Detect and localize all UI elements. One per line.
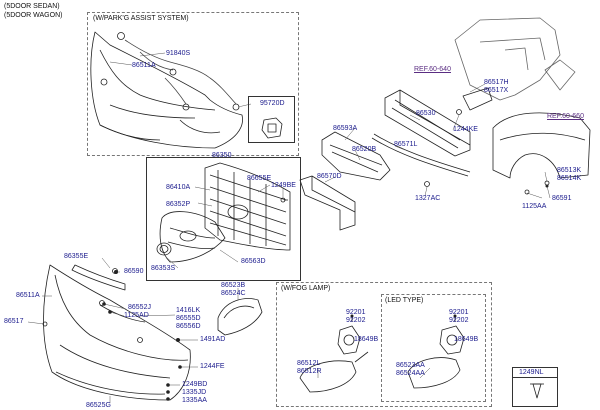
variant-wagon-heading: (5DOOR WAGON) [4,12,63,19]
fender-drawing [454,17,591,195]
part-label-86352p[interactable]: 86352P [166,201,191,208]
ref-60-640-link[interactable]: REF.60-640 [414,66,451,73]
part-label-92201-a[interactable]: 92201 [346,309,366,316]
park-assist-heading: (W/PARK'G ASSIST SYSTEM) [93,15,189,22]
ref-60-660-link[interactable]: REF.60-660 [547,113,584,120]
part-label-1249be[interactable]: 1249BE [271,182,296,189]
part-label-86591[interactable]: 86591 [552,195,572,202]
park-assist-frame [87,12,299,156]
part-label-1491ad[interactable]: 1491AD [200,336,226,343]
part-label-18649b-b[interactable]: 18649B [454,336,479,343]
fog-lamp-heading: (W/FOG LAMP) [281,285,331,292]
part-label-86517h[interactable]: 86517H [484,79,509,86]
part-label-86514k[interactable]: 86514K [557,175,582,182]
part-label-86511a-bottom[interactable]: 86511A [16,292,40,299]
part-label-86571l[interactable]: 86571L [394,141,418,148]
part-label-86590[interactable]: 86590 [124,268,144,275]
led-type-frame [381,294,486,402]
bumper-park-assist-drawing [90,31,243,149]
fastener-markers [102,184,549,401]
grille-86350-frame [146,157,301,281]
part-label-92202-a[interactable]: 92202 [346,317,366,324]
led-type-heading: (LED TYPE) [385,297,424,304]
clip-1249nl-frame [512,367,558,407]
part-label-86520b[interactable]: 86520B [352,146,377,153]
part-label-86512r[interactable]: 86512R [297,368,322,375]
part-label-86523b[interactable]: 86523B [221,282,246,289]
sensor-box-drawing [261,117,283,139]
part-label-86517[interactable]: 86517 [4,318,24,325]
part-label-86350[interactable]: 86350 [212,152,232,159]
part-label-1244ke[interactable]: 1244KE [453,126,478,133]
part-label-86355e[interactable]: 86355E [64,253,89,260]
part-label-86655e[interactable]: 86655E [247,175,272,182]
bumper-beam-drawing [299,89,471,231]
part-label-1244fe[interactable]: 1244FE [200,363,225,370]
part-label-86523aa[interactable]: 86523AA [396,362,425,369]
part-label-91840s[interactable]: 91840S [166,50,191,57]
part-label-1335aa[interactable]: 1335AA [182,397,207,404]
part-label-86512l[interactable]: 86512L [297,360,321,367]
fog-lamp-frame [276,282,492,407]
fog-lamp-drawing [299,316,369,393]
part-label-1335jd[interactable]: 1335JD [182,389,207,396]
part-label-92202-b[interactable]: 92202 [449,317,469,324]
variant-sedan-heading: (5DOOR SEDAN) [4,3,60,10]
part-label-86511a-top[interactable]: 86511A [132,62,156,69]
front-bumper-drawing [42,264,191,401]
part-label-86555d[interactable]: 86555D [176,315,201,322]
leader-lines [27,52,551,403]
part-label-86517x[interactable]: 86517X [484,87,509,94]
part-label-86552j[interactable]: 86552J [128,304,151,311]
part-label-1125aa[interactable]: 1125AA [522,203,547,210]
part-label-86593a[interactable]: 86593A [333,125,358,132]
part-label-86353s[interactable]: 86353S [151,265,176,272]
part-label-86570d[interactable]: 86570D [317,173,342,180]
part-label-86410a[interactable]: 86410A [166,184,191,191]
part-label-1249nl[interactable]: 1249NL [519,369,544,376]
part-label-95720d[interactable]: 95720D [260,100,285,107]
part-label-18649b-a[interactable]: 18649B [354,336,379,343]
part-label-86524aa[interactable]: 86524AA [396,370,425,377]
clip-1249nl-divider [512,377,557,378]
part-label-1125ad[interactable]: 1125AD [124,312,149,319]
part-label-86525g[interactable]: 86525G [86,402,111,409]
part-label-86563d[interactable]: 86563D [241,258,266,265]
part-label-1327ac[interactable]: 1327AC [415,195,441,202]
part-label-92201-b[interactable]: 92201 [449,309,469,316]
fog-bezel-drawing [217,298,263,336]
sensor-95720d-frame [248,96,295,143]
part-label-86530[interactable]: 86530 [416,110,436,117]
part-label-86513k[interactable]: 86513K [557,167,582,174]
part-label-1249bd[interactable]: 1249BD [182,381,208,388]
grille-drawing [156,162,291,263]
clip-1249nl-drawing [530,383,544,399]
part-label-86524c[interactable]: 86524C [221,290,246,297]
part-label-1416lk[interactable]: 1416LK [176,307,201,314]
part-label-86556d[interactable]: 86556D [176,323,201,330]
